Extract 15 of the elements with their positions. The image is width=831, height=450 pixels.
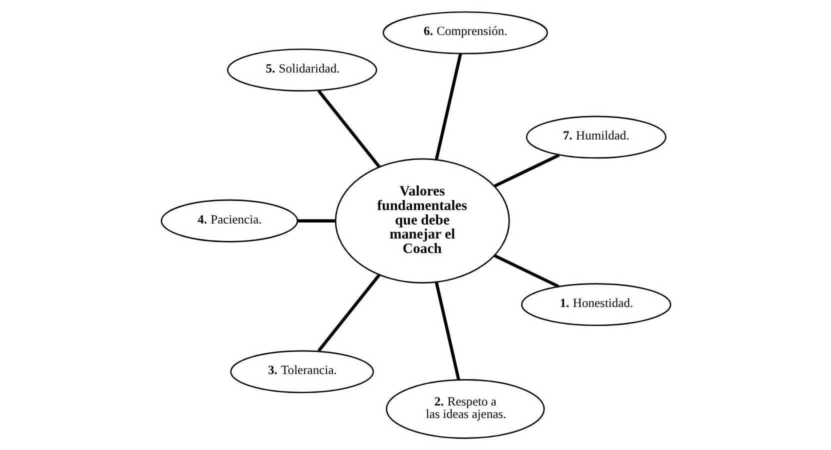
node-ellipse: 3. Tolerancia. (230, 350, 374, 394)
connector (316, 90, 380, 168)
node-ellipse: Valores fundamentales que debe manejar el Coach (334, 158, 510, 284)
connector (493, 254, 559, 288)
node-ellipse: 4. Paciencia. (160, 199, 298, 242)
node-ellipse: 2. Respeto a las ideas ajenas. (385, 379, 544, 439)
connector (434, 53, 462, 160)
connector (493, 154, 560, 188)
node-ellipse: 7. Humildad. (525, 116, 666, 159)
connector (434, 282, 460, 380)
node-ellipse: 1. Honestidad. (520, 283, 671, 326)
connector (316, 274, 380, 352)
connector (296, 219, 335, 222)
node-ellipse: 5. Solidaridad. (226, 48, 377, 92)
node-ellipse: 6. Comprensión. (382, 11, 548, 54)
